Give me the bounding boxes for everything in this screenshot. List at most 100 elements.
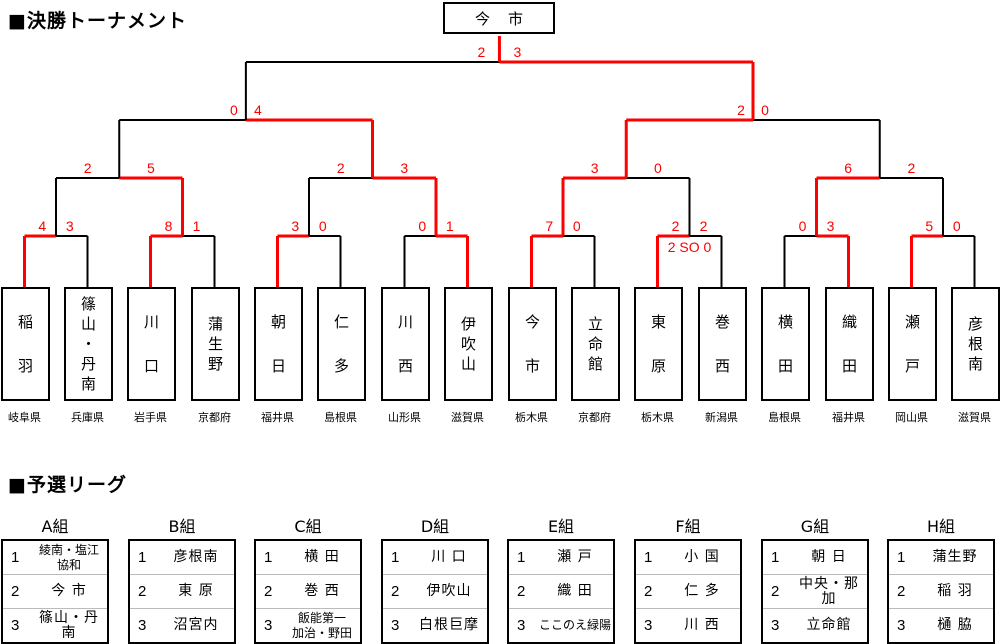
group-rank: 2 — [509, 583, 539, 600]
team-name-char: 伊 — [461, 314, 476, 334]
match-score: 5 — [925, 218, 933, 234]
team-name-char: 田 — [778, 352, 793, 380]
group-title: H組 — [887, 515, 995, 539]
team-box: 稲羽 — [1, 287, 50, 401]
group-rank: 3 — [256, 617, 286, 634]
group-rank: 1 — [383, 549, 413, 566]
team-name-char: 彦 — [968, 314, 983, 334]
team-name-char: 篠 — [81, 294, 96, 314]
match-score: 3 — [591, 160, 599, 176]
group-title: G組 — [761, 515, 869, 539]
group-team-name: 東 原 — [160, 584, 234, 599]
group-rank: 1 — [3, 549, 33, 566]
group-rank: 2 — [763, 583, 793, 600]
team-box: 立命館 — [571, 287, 620, 401]
group-title: A組 — [1, 515, 109, 539]
team-box: 織田 — [825, 287, 874, 401]
team-prefecture: 山形県 — [373, 409, 437, 425]
team-name-char: 川 — [398, 308, 413, 336]
match-score: 0 — [654, 160, 662, 176]
group-rank: 2 — [383, 583, 413, 600]
team-name-char: 山 — [81, 314, 96, 334]
team-name-char: 横 — [778, 308, 793, 336]
group-team-name: 伊吹山 — [413, 584, 487, 599]
group-title: F組 — [634, 515, 742, 539]
match-score: 0 — [573, 218, 581, 234]
match-score: 0 — [761, 102, 769, 118]
group-rank: 1 — [130, 549, 160, 566]
team-box: 川西 — [381, 287, 430, 401]
group-rank: 3 — [636, 617, 666, 634]
group-team-name: 彦根南 — [160, 550, 234, 565]
group-rank: 3 — [509, 617, 539, 634]
team-prefecture: 島根県 — [753, 409, 817, 425]
team-box: 伊吹山 — [444, 287, 493, 401]
team-name-char: 原 — [651, 352, 666, 380]
team-name-char: 戸 — [905, 352, 920, 380]
team-box: 篠山・丹南 — [64, 287, 113, 401]
group-rank: 2 — [636, 583, 666, 600]
match-score: 7 — [545, 218, 553, 234]
match-score: 0 — [230, 102, 238, 118]
group-team-name: 瀬 戸 — [539, 550, 613, 565]
group-team-name: 稲 羽 — [919, 584, 993, 599]
team-prefecture: 兵庫県 — [56, 409, 120, 425]
group-rank: 1 — [763, 549, 793, 566]
team-name-char: 織 — [842, 308, 857, 336]
team-name-char: 羽 — [18, 352, 33, 380]
match-score: 2 — [672, 218, 680, 234]
team-name-char: 市 — [525, 352, 540, 380]
group-rank: 1 — [889, 549, 919, 566]
team-box: 彦根南 — [951, 287, 1000, 401]
team-name-char: 日 — [271, 352, 286, 380]
team-name-char: 巻 — [715, 308, 730, 336]
match-score: 2 — [700, 218, 708, 234]
team-name-char: ・ — [81, 334, 96, 354]
group-team-name: 飯能第一加治・野田 — [286, 611, 360, 641]
match-score: 3 — [827, 218, 835, 234]
match-score: 2 — [907, 160, 915, 176]
team-prefecture: 岐阜県 — [0, 409, 57, 425]
group-rank: 2 — [130, 583, 160, 600]
match-score: 2 — [84, 160, 92, 176]
group-team-name: 綾南・塩江協和 — [33, 543, 107, 573]
group-title: D組 — [381, 515, 489, 539]
group-team-name: 織 田 — [539, 584, 613, 599]
group-title: E組 — [507, 515, 615, 539]
team-prefecture: 新潟県 — [690, 409, 754, 425]
team-name-char: 西 — [398, 352, 413, 380]
group-team-name: 巻 西 — [286, 584, 360, 599]
team-prefecture: 栃木県 — [500, 409, 564, 425]
match-score: 4 — [38, 218, 46, 234]
team-name-char: 今 — [525, 308, 540, 336]
match-score: 1 — [193, 218, 201, 234]
match-score: 0 — [319, 218, 327, 234]
match-score: 3 — [400, 160, 408, 176]
group-team-name: 白根巨摩 — [413, 618, 487, 633]
team-prefecture: 京都府 — [563, 409, 627, 425]
team-name-char: 西 — [715, 352, 730, 380]
team-name-char: 田 — [842, 352, 857, 380]
